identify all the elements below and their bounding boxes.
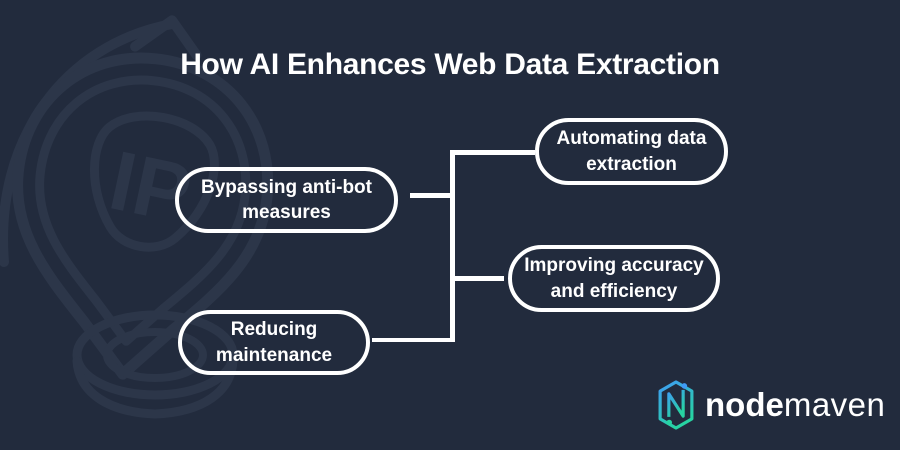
node-label: Bypassing anti-bot measures xyxy=(200,176,372,223)
page-title: How AI Enhances Web Data Extraction xyxy=(180,48,720,81)
connector-top-branch xyxy=(450,150,535,155)
nodemaven-hexagon-n-icon xyxy=(658,380,694,430)
node-label: Automating data extraction xyxy=(556,128,707,175)
node-improving-accuracy-and-efficiency: Improving accuracy and efficiency xyxy=(508,245,720,312)
connector-right-stub xyxy=(454,276,504,281)
connector-left-stub xyxy=(410,193,450,198)
connector-vertical-line xyxy=(450,150,455,342)
nodemaven-wordmark: nodemaven xyxy=(705,377,885,433)
node-label: Improving accuracy and efficiency xyxy=(524,255,704,302)
logo-word-maven: maven xyxy=(783,386,886,423)
nodemaven-logo: nodemaven xyxy=(656,377,885,433)
logo-word-node: node xyxy=(705,386,784,423)
node-automating-data-extraction: Automating data extraction xyxy=(535,118,728,185)
node-bypassing-anti-bot-measures: Bypassing anti-bot measures xyxy=(175,167,398,233)
node-label: Reducing maintenance xyxy=(215,319,333,366)
node-reducing-maintenance: Reducing maintenance xyxy=(178,310,370,375)
connector-bottom-branch xyxy=(372,337,454,342)
